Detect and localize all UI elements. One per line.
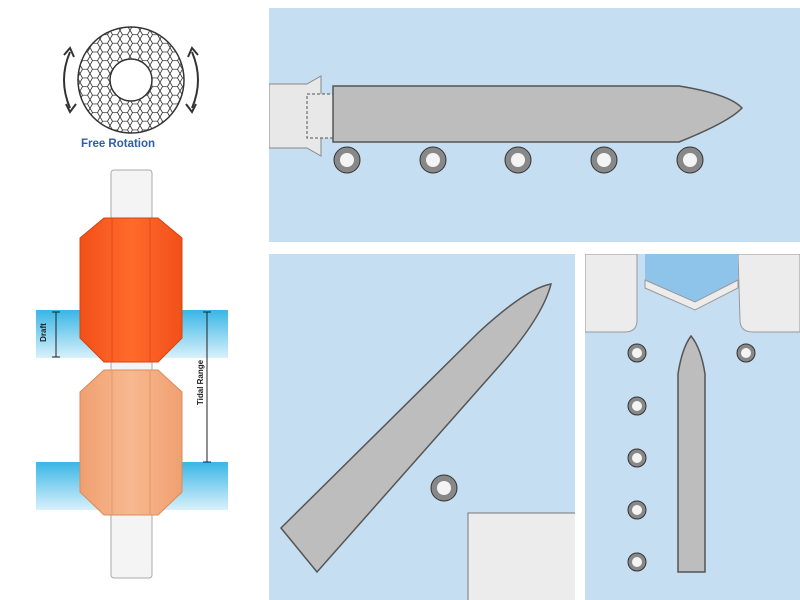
- honeycomb-mesh-icon: [77, 26, 185, 134]
- side-berth-panel: [269, 8, 800, 242]
- angled-berth-panel: [269, 254, 575, 600]
- ship-hull: [279, 283, 553, 574]
- dock-left: [585, 254, 638, 333]
- dock-right: [737, 254, 800, 333]
- fender-features-panel: Free Rotation Draft Tidal Range: [0, 0, 262, 600]
- tidal-range-marker: [203, 311, 211, 463]
- fender-column: [627, 343, 756, 572]
- circular-arrows-icon: [63, 46, 199, 114]
- fender-diagram-svg: [36, 26, 228, 579]
- draft-label: Draft: [38, 323, 48, 342]
- fender-top: [79, 217, 183, 363]
- side-berth-svg: [269, 75, 744, 174]
- angled-berth-svg: [279, 283, 575, 600]
- free-rotation-label: Free Rotation: [80, 138, 156, 150]
- ship-hull: [332, 85, 744, 143]
- dock: [467, 512, 575, 600]
- ship-hull: [677, 334, 706, 573]
- tidal-range-label: Tidal Range: [196, 359, 206, 406]
- fender-bottom: [79, 369, 183, 516]
- fender-row: [333, 146, 704, 174]
- draft-marker: [52, 311, 60, 358]
- slip-berth-svg: [585, 254, 800, 573]
- slip-berth-panel: [585, 254, 800, 600]
